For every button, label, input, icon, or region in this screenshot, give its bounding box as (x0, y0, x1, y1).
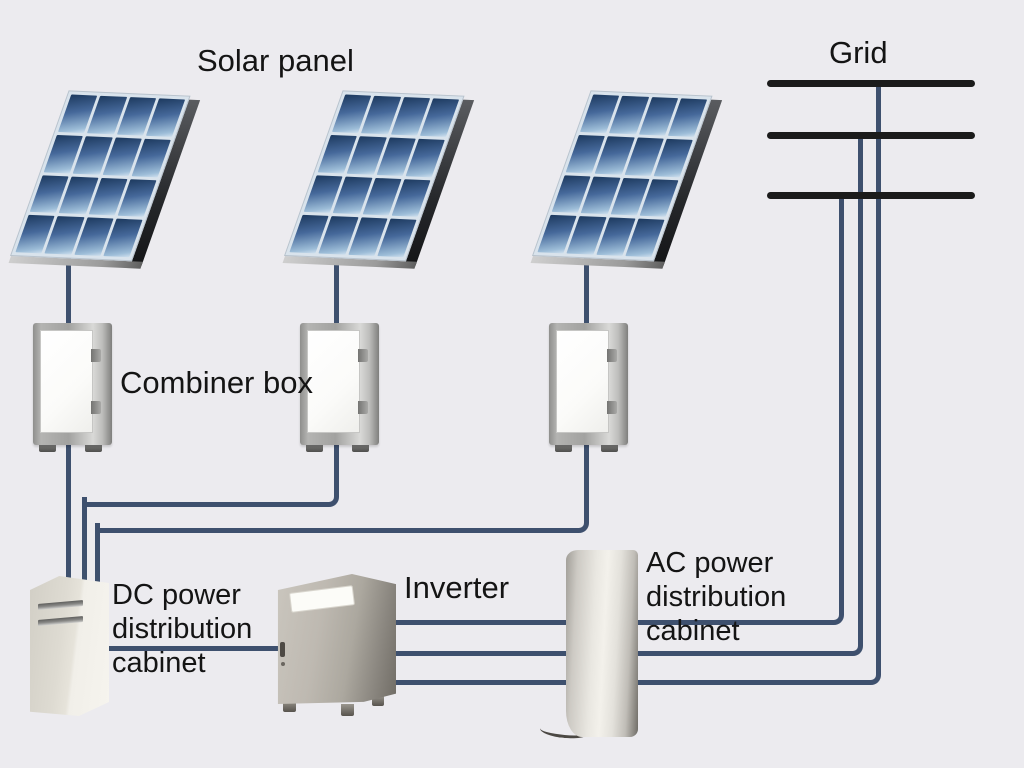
wire-combiner2-to-dc-cabinet-drop (82, 497, 87, 582)
dc-power-distribution-cabinet (30, 576, 109, 716)
combiner-foot (601, 442, 618, 452)
combiner-latch (358, 349, 368, 362)
combiner-door (556, 330, 609, 433)
dc-cabinet-label-line2: distribution (112, 613, 253, 645)
dc-cabinet-label-line1: DC power (112, 579, 241, 611)
dc-cabinet-label: DC power distribution cabinet (112, 578, 252, 680)
inverter-handle (280, 642, 285, 657)
wire-combiner3-to-dc-cabinet-drop (95, 523, 100, 582)
combiner-box-1 (33, 323, 112, 452)
dc-cabinet-label-line3: cabinet (112, 647, 206, 679)
inverter-label: Inverter (404, 570, 510, 605)
inverter-foot (372, 695, 384, 706)
combiner-latch (91, 349, 101, 362)
grid-bus-bar-2 (767, 132, 975, 139)
combiner-latch (607, 349, 617, 362)
combiner-box-label: Combiner box (120, 365, 313, 400)
ac-cabinet-label: AC power distribution cabinet (646, 546, 786, 648)
grid-label: Grid (829, 35, 888, 70)
wire-dc-cabinet-to-inverter (100, 646, 280, 651)
combiner-foot (352, 442, 369, 452)
solar-panel-1 (8, 90, 201, 269)
combiner-door (307, 330, 360, 433)
combiner-foot (555, 442, 572, 452)
ac-cabinet-label-line2: distribution (646, 581, 787, 613)
grid-bus-bar-3 (767, 192, 975, 199)
combiner-door (40, 330, 93, 433)
grid-bus-bar-1 (767, 80, 975, 87)
combiner-foot (306, 442, 323, 452)
inverter-lock (281, 662, 285, 666)
inverter-cabinet (272, 574, 396, 710)
ac-cabinet-label-line3: cabinet (646, 615, 740, 647)
dc-cabinet-body (30, 576, 109, 716)
combiner-latch (607, 401, 617, 414)
combiner-box-2 (300, 323, 379, 452)
ac-power-distribution-cabinet (566, 550, 638, 737)
inverter-foot (341, 704, 354, 716)
combiner-latch (358, 401, 368, 414)
combiner-latch (91, 401, 101, 414)
ac-cabinet-label-line1: AC power (646, 547, 774, 579)
combiner-box-3 (549, 323, 628, 452)
combiner-foot (39, 442, 56, 452)
combiner-foot (85, 442, 102, 452)
solar-panel-label: Solar panel (197, 43, 354, 78)
